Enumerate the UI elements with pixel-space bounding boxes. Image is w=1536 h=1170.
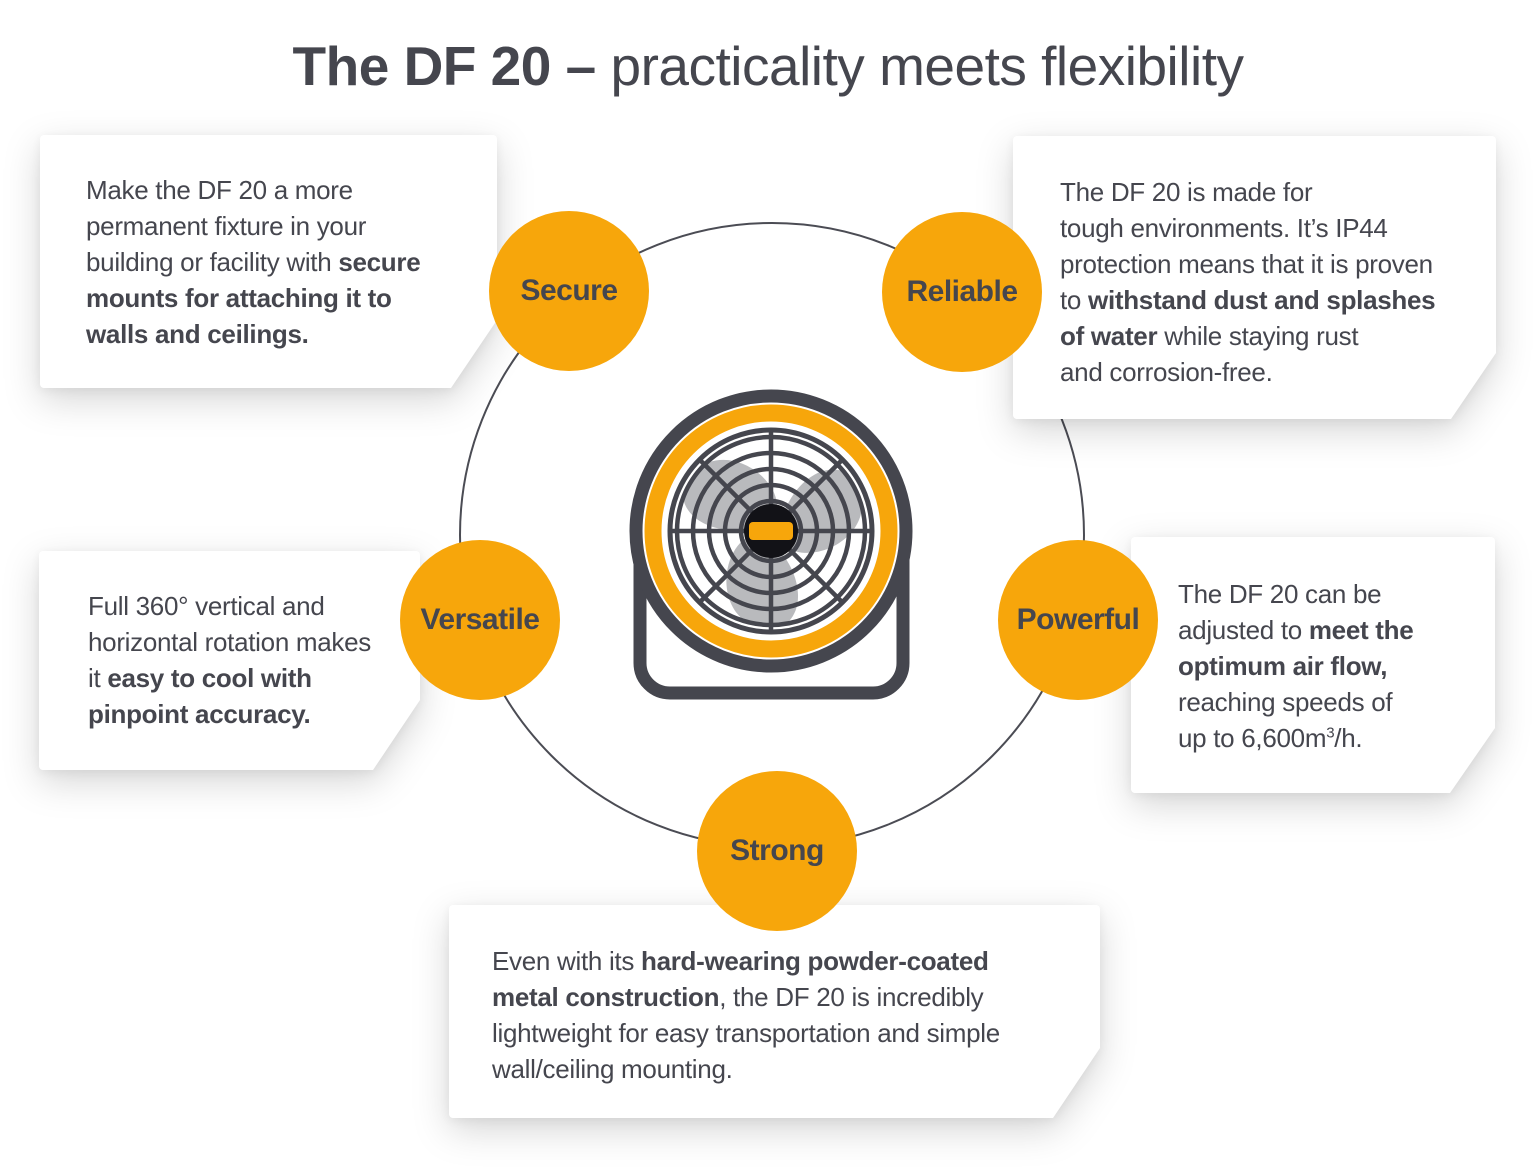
badge-secure: Secure: [489, 211, 649, 371]
page-title: The DF 20 – practicality meets flexibili…: [0, 34, 1536, 98]
badge-powerful: Powerful: [998, 540, 1158, 700]
badge-versatile: Versatile: [400, 540, 560, 700]
feature-box-powerful: The DF 20 can be adjusted to meet the op…: [1131, 537, 1495, 793]
feature-text-powerful: The DF 20 can be adjusted to meet the op…: [1178, 579, 1414, 753]
feature-text-strong: Even with its hard-wearing powder-coated…: [492, 946, 1000, 1084]
fan-icon: [629, 389, 913, 700]
page-title-tagline: practicality meets flexibility: [610, 35, 1244, 97]
feature-text-versatile: Full 360° vertical and horizontal rotati…: [88, 591, 371, 729]
feature-box-strong: Even with its hard-wearing powder-coated…: [449, 905, 1100, 1118]
feature-box-reliable: The DF 20 is made for tough environments…: [1013, 136, 1496, 419]
fan-hub-switch: [749, 522, 793, 540]
badge-strong: Strong: [697, 771, 857, 931]
badge-reliable: Reliable: [882, 212, 1042, 372]
feature-box-secure: Make the DF 20 a more permanent fixture …: [40, 135, 497, 388]
feature-text-secure: Make the DF 20 a more permanent fixture …: [86, 175, 421, 349]
page-title-product: The DF 20 –: [292, 35, 611, 97]
feature-text-reliable: The DF 20 is made for tough environments…: [1060, 177, 1436, 387]
feature-box-versatile: Full 360° vertical and horizontal rotati…: [39, 551, 420, 770]
